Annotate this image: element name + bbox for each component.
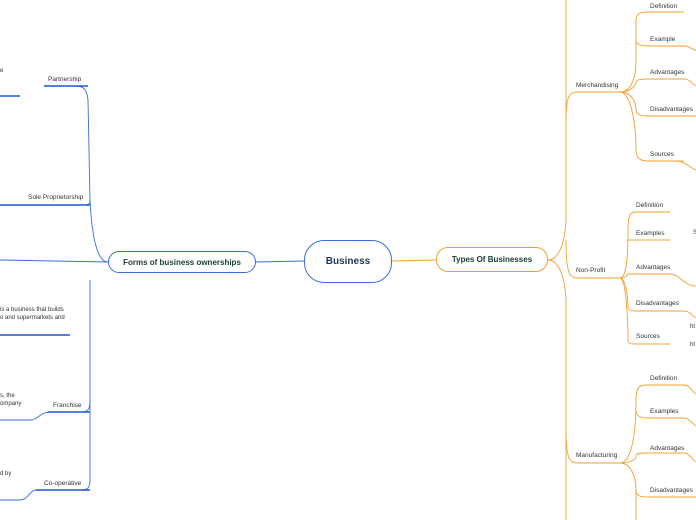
left-underlines (0, 85, 90, 491)
fragment-text: S (693, 230, 696, 236)
manufacturing-examples-label[interactable]: Examples (650, 408, 679, 415)
manufacturing-label[interactable]: Manufacturing (576, 452, 618, 459)
nonprofit-advantages-label[interactable]: Advantages (636, 264, 671, 271)
merch-advantages-label[interactable]: Advantages (650, 69, 685, 76)
fragment-text: e (0, 68, 4, 74)
fragment-text: s, the (0, 393, 15, 399)
non-profit-label[interactable]: Non-Profit (576, 267, 606, 274)
left-connectors (0, 85, 109, 501)
nonprofit-definition-label[interactable]: Definition (636, 202, 664, 209)
manufacturing-advantages-label[interactable]: Advantages (650, 445, 685, 452)
co-operative-label[interactable]: Co-operative (44, 480, 82, 487)
forms-of-ownership-topic[interactable]: Forms of business ownerships (108, 251, 256, 273)
nonprofit-examples-label[interactable]: Examples (636, 230, 665, 237)
fragment-text: ht (690, 342, 696, 348)
partnership-label[interactable]: Partnership (48, 76, 82, 83)
fragment-text: o and supermarkets and (0, 315, 65, 321)
nonprofit-sources-label[interactable]: Sources (636, 333, 660, 340)
merch-sources-label[interactable]: Sources (650, 151, 674, 158)
fragment-text: ht (690, 324, 696, 330)
sole-proprietorship-label[interactable]: Sole Proprietorship (28, 194, 84, 201)
franchise-label[interactable]: Franchise (53, 402, 82, 409)
fragment-text: is a business that builds (0, 307, 64, 313)
manufacturing-definition-label[interactable]: Definition (650, 375, 678, 382)
merch-disadvantages-label[interactable]: Disadvantages (650, 106, 693, 113)
fragment-text: ompany (0, 401, 22, 407)
root-right-connector (391, 259, 437, 262)
nonprofit-disadvantages-label[interactable]: Disadvantages (636, 300, 679, 307)
merch-example-label[interactable]: Example (650, 36, 676, 43)
types-of-businesses-topic[interactable]: Types Of Businesses (436, 247, 548, 272)
root-left-connector (255, 260, 305, 263)
root-topic[interactable]: Business (304, 240, 392, 283)
manufacturing-disadvantages-label[interactable]: Disadvantages (650, 487, 693, 494)
fragment-text: d by (0, 471, 12, 477)
merchandising-label[interactable]: Merchandising (576, 82, 619, 89)
merch-definition-label[interactable]: Definition (650, 3, 678, 10)
right-connectors (547, 0, 696, 520)
